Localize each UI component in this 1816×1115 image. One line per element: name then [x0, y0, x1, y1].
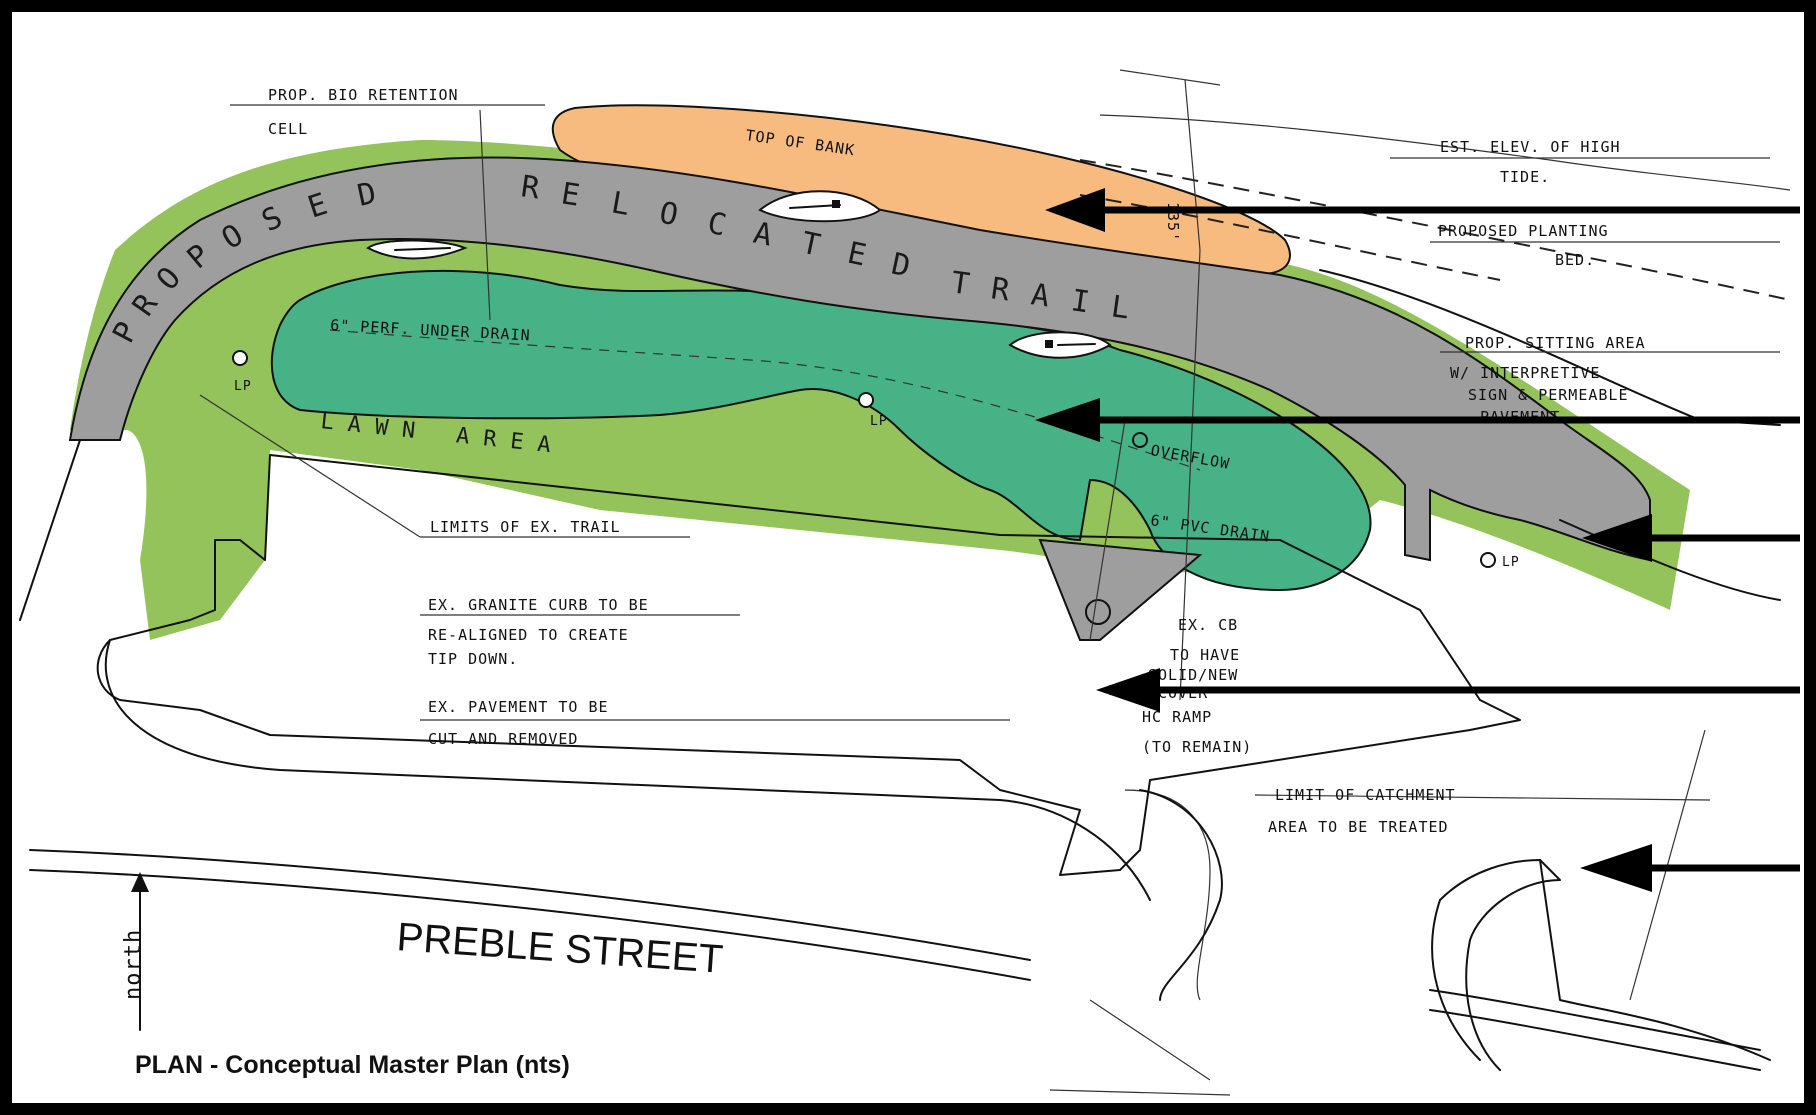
- north-arrow: north: [121, 872, 149, 1031]
- trail-shape: [68, 156, 1651, 562]
- light-post-icon: LP: [232, 350, 252, 394]
- svg-text:A: A: [1029, 277, 1054, 314]
- svg-text:L: L: [1109, 289, 1134, 326]
- svg-text:W/ INTERPRETIVE: W/ INTERPRETIVE: [1450, 364, 1600, 382]
- svg-text:PROP. BIO RETENTION: PROP. BIO RETENTION: [268, 86, 459, 104]
- svg-text:RE-ALIGNED TO CREATE: RE-ALIGNED TO CREATE: [428, 626, 629, 644]
- svg-text:PROPOSED PLANTING: PROPOSED PLANTING: [1438, 222, 1609, 240]
- callout-arrow-catch-basin: [1096, 668, 1800, 712]
- svg-text:LP: LP: [1502, 555, 1520, 570]
- catch-basin-icon: [1085, 599, 1111, 625]
- svg-text:PROP. SITTING AREA: PROP. SITTING AREA: [1465, 334, 1646, 352]
- svg-text:AREA TO BE TREATED: AREA TO BE TREATED: [1268, 818, 1449, 836]
- catch-basin-note: EX. CB TO HAVE SOLID/NEW COVER HC RAMP (…: [1142, 616, 1252, 756]
- svg-text:LIMITS OF EX. TRAIL: LIMITS OF EX. TRAIL: [430, 518, 621, 536]
- light-post-icon: LP: [1480, 552, 1520, 570]
- svg-text:LP: LP: [870, 414, 888, 429]
- catch-basin-triangle: [1038, 538, 1203, 641]
- planting-bed-note: PROPOSED PLANTING BED.: [1430, 222, 1780, 269]
- svg-text:I: I: [1069, 283, 1094, 320]
- svg-text:SIGN & PERMEABLE: SIGN & PERMEABLE: [1468, 386, 1629, 404]
- svg-text:R: R: [989, 271, 1014, 308]
- callout-arrow-trail: [1582, 514, 1800, 562]
- high-tide-note: EST. ELEV. OF HIGH TIDE.: [1390, 138, 1770, 186]
- limits-trail-note: LIMITS OF EX. TRAIL: [199, 394, 690, 538]
- svg-text:EX. GRANITE CURB TO BE: EX. GRANITE CURB TO BE: [428, 596, 649, 614]
- svg-text:CELL: CELL: [268, 120, 308, 138]
- sitting-area-3: [1008, 331, 1112, 359]
- svg-text:TIDE.: TIDE.: [1500, 168, 1550, 186]
- granite-curb-note: EX. GRANITE CURB TO BE RE-ALIGNED TO CRE…: [420, 596, 740, 668]
- callout-arrow-catchment: [1580, 844, 1800, 892]
- svg-text:SOLID/NEW: SOLID/NEW: [1148, 666, 1238, 684]
- callout-arrow-bioretention: [1035, 398, 1800, 442]
- svg-text:CUT AND REMOVED: CUT AND REMOVED: [428, 730, 578, 748]
- svg-text:EST. ELEV. OF HIGH: EST. ELEV. OF HIGH: [1440, 138, 1621, 156]
- svg-text:BED.: BED.: [1555, 251, 1595, 269]
- svg-text:EX. PAVEMENT TO BE: EX. PAVEMENT TO BE: [428, 698, 609, 716]
- svg-text:TO HAVE: TO HAVE: [1170, 646, 1240, 664]
- pavement-cut-note: EX. PAVEMENT TO BE CUT AND REMOVED: [420, 698, 1010, 748]
- callout-arrow-planting-bed: [1045, 188, 1800, 232]
- svg-text:(TO REMAIN): (TO REMAIN): [1142, 738, 1252, 756]
- svg-text:LP: LP: [234, 379, 252, 394]
- parking-lot-outline: [96, 454, 1521, 876]
- svg-text:R: R: [519, 169, 544, 206]
- svg-text:HC RAMP: HC RAMP: [1142, 708, 1212, 726]
- svg-text:LIMIT OF CATCHMENT: LIMIT OF CATCHMENT: [1275, 786, 1456, 804]
- svg-text:T: T: [949, 265, 974, 302]
- sitting-area-2: [366, 239, 468, 260]
- plan-caption: PLAN - Conceptual Master Plan (nts): [135, 1051, 570, 1079]
- overflow-structure-icon: [1132, 432, 1148, 448]
- light-post-icon: LP: [858, 392, 888, 429]
- bio-retention-note: PROP. BIO RETENTION CELL: [230, 86, 545, 321]
- catchment-note: LIMIT OF CATCHMENT AREA TO BE TREATED: [1268, 786, 1456, 836]
- north-label: north: [121, 929, 146, 1000]
- sitting-area-1: [758, 190, 882, 223]
- svg-text:TIP DOWN.: TIP DOWN.: [428, 650, 518, 668]
- svg-text:EX. CB: EX. CB: [1178, 616, 1238, 634]
